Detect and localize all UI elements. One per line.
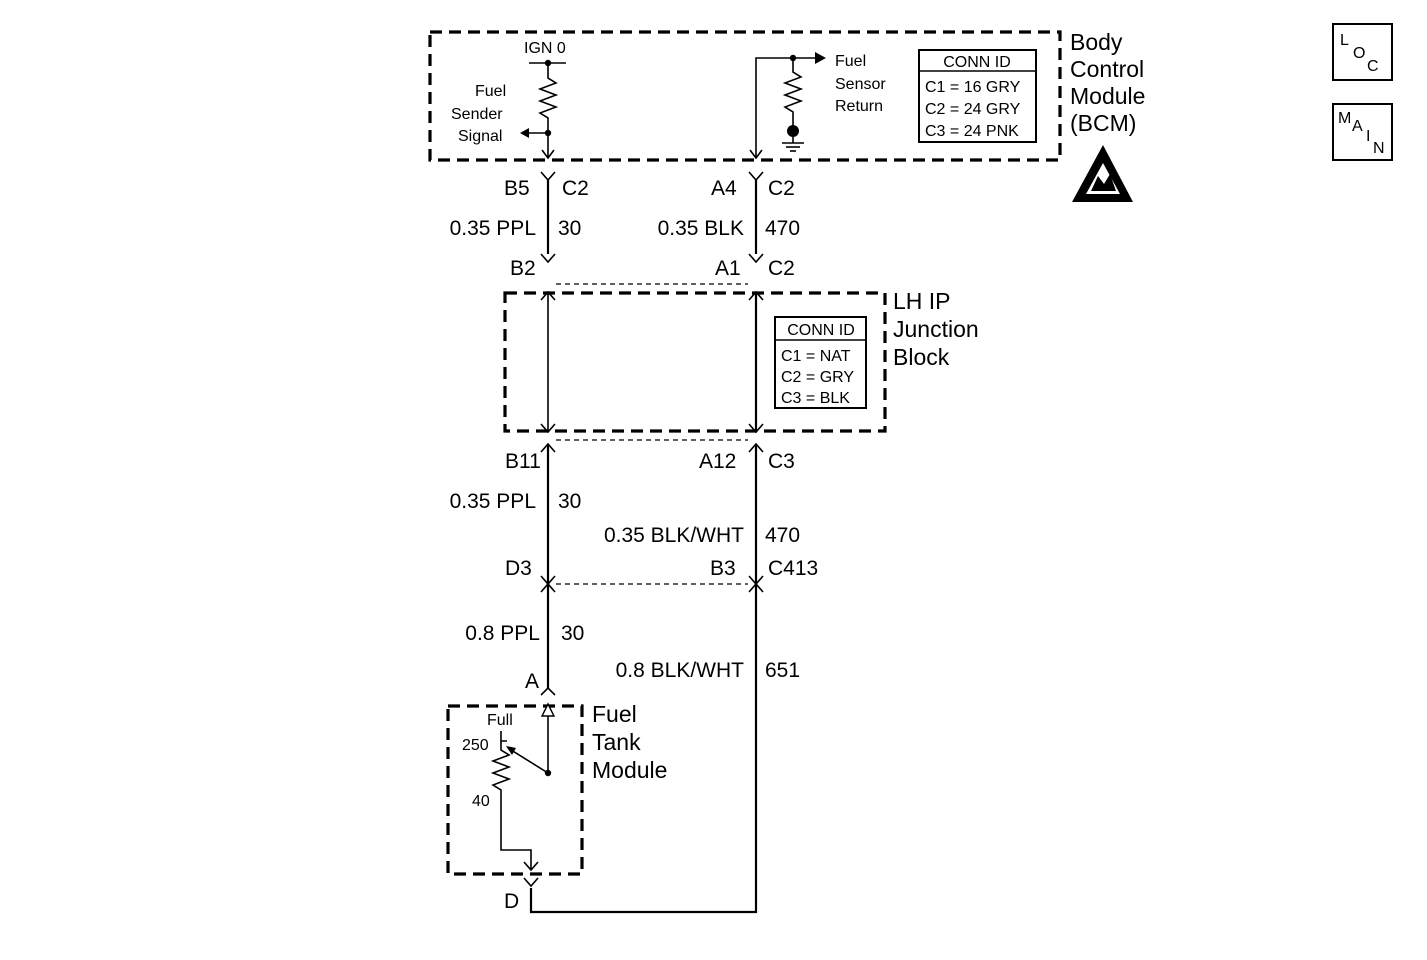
return-label-1: Fuel [835,53,866,70]
connector-c413: D3 B3 C413 [505,557,818,593]
return-label-3: Return [835,98,883,115]
fuel-level-sender-resistor [490,741,532,870]
sender-label-1: Fuel [475,83,506,100]
pin-a1: A1 [715,257,741,280]
bcm-conn-title: CONN ID [943,54,1011,71]
fuel-tank-boundary [446,704,584,876]
pin-b2: B2 [510,257,536,280]
junction-conn-row-3: C3 = BLK [781,390,850,407]
junction-name-2: Junction [893,316,979,342]
bcm-module: Body Control Module (BCM) IGN 0 Fuel Sen… [428,29,1145,202]
esd-warning-icon [1072,145,1133,202]
wire-5-circuit: 30 [561,622,584,645]
junction-name-1: LH IP [893,288,951,314]
wire-2-gauge: 0.35 BLK [658,217,744,240]
ign-label: IGN 0 [524,40,566,57]
resistance-high: 250 [462,737,489,754]
pin-b5: B5 [504,177,530,200]
bcm-pullup-resistor [537,63,559,158]
return-label-2: Sensor [835,76,886,93]
pin-a12: A12 [699,450,736,473]
junction-conn-row-1: C1 = NAT [781,348,851,365]
sender-label-2: Sender [451,106,503,123]
bcm-return-resistor [782,58,804,126]
svg-text:C: C [1367,58,1379,75]
svg-text:N: N [1373,140,1385,157]
sender-label-3: Signal [458,128,502,145]
wire-1-circuit: 30 [558,217,581,240]
bcm-conn-row-2: C2 = 24 GRY [925,101,1021,118]
connector-c2-top: B5 C2 A4 C2 [504,171,795,200]
svg-text:L: L [1340,32,1349,49]
wire-3-gauge: 0.35 PPL [450,490,536,513]
ground-node [787,125,799,137]
junction-name-3: Block [893,344,950,370]
fuel-tank-name-1: Fuel [592,701,637,727]
wire-6-gauge: 0.8 BLK/WHT [616,659,745,682]
bcm-conn-row-3: C3 = 24 PNK [925,123,1019,140]
wire-6-circuit: 651 [765,659,800,682]
pin-c2-mid: C2 [768,257,795,280]
pin-c2-top-left: C2 [562,177,589,200]
pin-b3: B3 [710,557,736,580]
pin-c2-top-right: C2 [768,177,795,200]
connector-c2-junction: B2 A1 C2 [510,253,795,285]
svg-text:A: A [1352,118,1363,135]
svg-text:I: I [1366,128,1370,145]
pin-c3: C3 [768,450,795,473]
svg-text:M: M [1338,110,1351,127]
pin-b11: B11 [505,450,541,473]
bcm-name-2: Control [1070,56,1144,82]
wire-1-gauge: 0.35 PPL [450,217,536,240]
pin-d3: D3 [505,557,532,580]
fuel-tank-name-2: Tank [592,729,641,755]
loc-icon[interactable]: L O C [1332,23,1393,81]
pin-c413: C413 [768,557,818,580]
fuel-tank-name-3: Module [592,757,667,783]
svg-text:O: O [1353,45,1365,62]
bcm-name-4: (BCM) [1070,110,1136,136]
connector-c3: B11 A12 C3 [505,439,795,473]
bcm-name-3: Module [1070,83,1145,109]
sender-wiper-arm [507,747,549,774]
wire-4-circuit: 470 [765,524,800,547]
pin-a4: A4 [711,177,737,200]
fuel-tank-module: A Fuel Tank Module Full 250 40 D [446,670,667,913]
wire-3-circuit: 30 [558,490,581,513]
pin-a: A [525,670,539,693]
resistance-low: 40 [472,793,490,810]
junction-conn-row-2: C2 = GRY [781,369,854,386]
bcm-conn-id-table: CONN ID C1 = 16 GRY C2 = 24 GRY C3 = 24 … [918,49,1037,143]
bcm-name-1: Body [1070,29,1123,55]
lh-ip-junction-block: LH IP Junction Block CONN ID C1 = NAT C2… [503,288,979,434]
junction-boundary [503,291,887,433]
wire-651-blkwht [529,586,758,914]
wire-4-gauge: 0.35 BLK/WHT [604,524,744,547]
bcm-conn-row-1: C1 = 16 GRY [925,79,1021,96]
wire-2-circuit: 470 [765,217,800,240]
junction-conn-title: CONN ID [787,322,855,339]
ground-icon [782,137,804,152]
pin-d: D [504,890,519,913]
full-label: Full [487,712,513,729]
bcm-boundary [428,30,1062,162]
wire-5-gauge: 0.8 PPL [465,622,540,645]
junction-conn-id-table: CONN ID C1 = NAT C2 = GRY C3 = BLK [774,316,867,409]
main-icon[interactable]: M A I N [1332,103,1393,161]
